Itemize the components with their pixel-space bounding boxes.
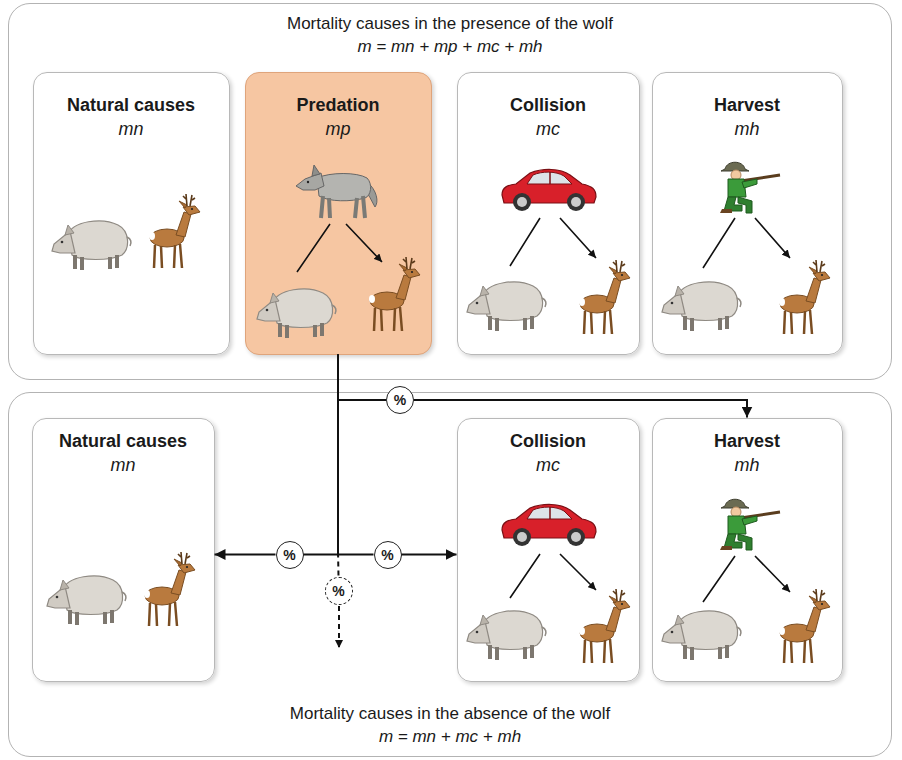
- rate-symbol: mp: [325, 117, 350, 141]
- percent-sign: %: [394, 392, 406, 408]
- deer-icon: [149, 194, 200, 268]
- pointer-arrow: [510, 554, 596, 598]
- pointer-arrow: [703, 218, 790, 268]
- cause-box: Harvestmh: [652, 418, 843, 682]
- formula: m = mn + mp + mc + mh: [357, 35, 542, 59]
- cause-box: Harvestmh: [652, 72, 843, 355]
- pointer-arrow: [703, 556, 790, 602]
- dashed-arrow: [338, 606, 340, 648]
- cause-box: Collisionmc: [457, 418, 640, 682]
- panel-title: Mortality causes in the presence of the …: [287, 13, 613, 35]
- cause-box: Natural causesmn: [33, 72, 230, 355]
- rate-symbol: mc: [536, 453, 560, 477]
- cause-box: Collisionmc: [457, 72, 640, 355]
- pointer-arrow: [510, 218, 596, 266]
- boar-icon: [662, 282, 741, 331]
- box-title: Collision: [510, 93, 586, 117]
- box-title: Natural causes: [59, 429, 187, 453]
- boar-icon: [47, 576, 126, 625]
- hunter-icon: [720, 499, 780, 550]
- deer-icon: [144, 552, 195, 626]
- deer-icon: [779, 260, 830, 334]
- rate-symbol: mh: [734, 453, 759, 477]
- car-icon: [502, 169, 596, 211]
- share-circle: %: [374, 541, 402, 569]
- connector: [338, 355, 374, 555]
- deer-icon: [579, 260, 630, 334]
- box-title: Predation: [296, 93, 379, 117]
- box-title: Harvest: [714, 429, 780, 453]
- scenario-panel: Mortality causes in the absence of the w…: [8, 392, 892, 757]
- percent-sign: %: [381, 547, 393, 563]
- panel-title: Mortality causes in the absence of the w…: [290, 703, 610, 725]
- box-title: Natural causes: [67, 93, 195, 117]
- hunter-icon: [720, 162, 780, 213]
- deer-icon: [579, 589, 630, 663]
- connector: [338, 355, 386, 401]
- cause-box: Natural causesmn: [32, 418, 215, 682]
- percent-sign: %: [332, 583, 344, 599]
- percent-sign: %: [283, 547, 295, 563]
- rate-symbol: mc: [536, 117, 560, 141]
- scenario-panel: Mortality causes in the presence of the …: [8, 3, 892, 380]
- cause-box: Predationmp: [245, 72, 432, 355]
- car-icon: [502, 504, 596, 546]
- share-circle: %: [386, 386, 414, 414]
- share-circle: %: [325, 577, 353, 605]
- connector: [304, 355, 339, 555]
- formula: m = mn + mc + mh: [379, 725, 521, 749]
- box-title: Collision: [510, 429, 586, 453]
- boar-icon: [52, 221, 131, 270]
- boar-icon: [467, 282, 546, 331]
- rate-symbol: mn: [110, 453, 135, 477]
- deer-icon: [779, 589, 830, 663]
- rate-symbol: mh: [734, 117, 759, 141]
- share-circle: %: [276, 541, 304, 569]
- connector: [414, 400, 747, 418]
- boar-icon: [467, 611, 546, 660]
- boar-icon: [662, 611, 741, 660]
- connector: [215, 554, 276, 556]
- connector: [337, 355, 340, 577]
- connector: [402, 554, 457, 556]
- box-title: Harvest: [714, 93, 780, 117]
- rate-symbol: mn: [118, 117, 143, 141]
